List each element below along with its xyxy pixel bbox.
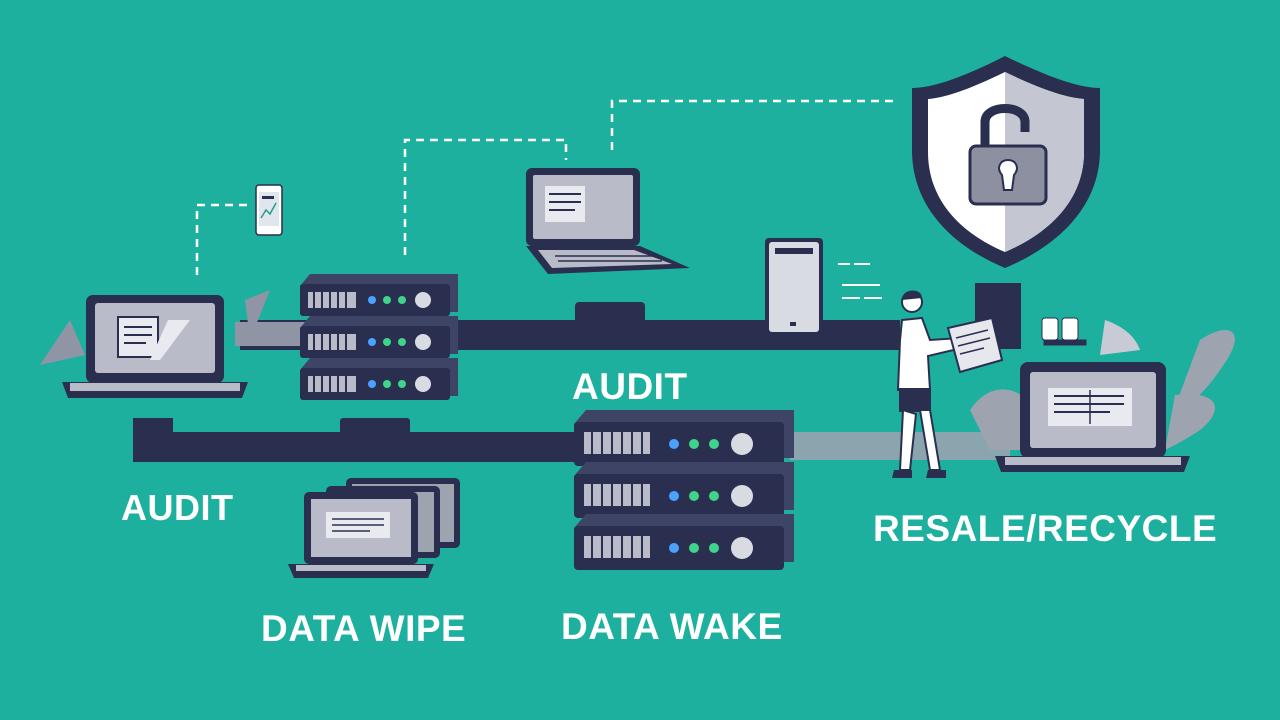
label-data-wipe: DATA WIPE bbox=[261, 608, 467, 649]
label-resale-recycle: RESALE/RECYCLE bbox=[873, 508, 1218, 549]
dash-server bbox=[403, 138, 568, 255]
stacked-laptops-icon bbox=[288, 478, 460, 578]
lower-bus-notch bbox=[340, 418, 410, 438]
label-audit-center: AUDIT bbox=[572, 366, 688, 407]
dash-tablet bbox=[195, 203, 250, 275]
label-audit-left: AUDIT bbox=[121, 487, 234, 528]
laptop-left-icon bbox=[40, 290, 270, 398]
dash-shield bbox=[610, 99, 895, 150]
lower-bus-left-drop bbox=[133, 418, 173, 462]
tablet-icon bbox=[255, 184, 283, 236]
dashed-connectors bbox=[195, 99, 895, 275]
floating-lines-icon bbox=[838, 263, 882, 299]
tower-pc-icon bbox=[765, 238, 823, 336]
upper-bus-notch bbox=[575, 302, 645, 324]
person-icon bbox=[892, 290, 964, 478]
server-stack-left-icon bbox=[300, 274, 458, 400]
upper-bus-left-fade bbox=[235, 322, 305, 346]
laptop-top-icon bbox=[526, 168, 690, 274]
document-icon bbox=[946, 316, 1004, 374]
laptop-right-icon bbox=[970, 320, 1235, 472]
label-data-wake: DATA WAKE bbox=[561, 606, 783, 647]
server-stack-center-icon bbox=[574, 410, 794, 570]
figures-icon bbox=[1041, 317, 1087, 346]
shield-lock-icon bbox=[912, 56, 1100, 268]
